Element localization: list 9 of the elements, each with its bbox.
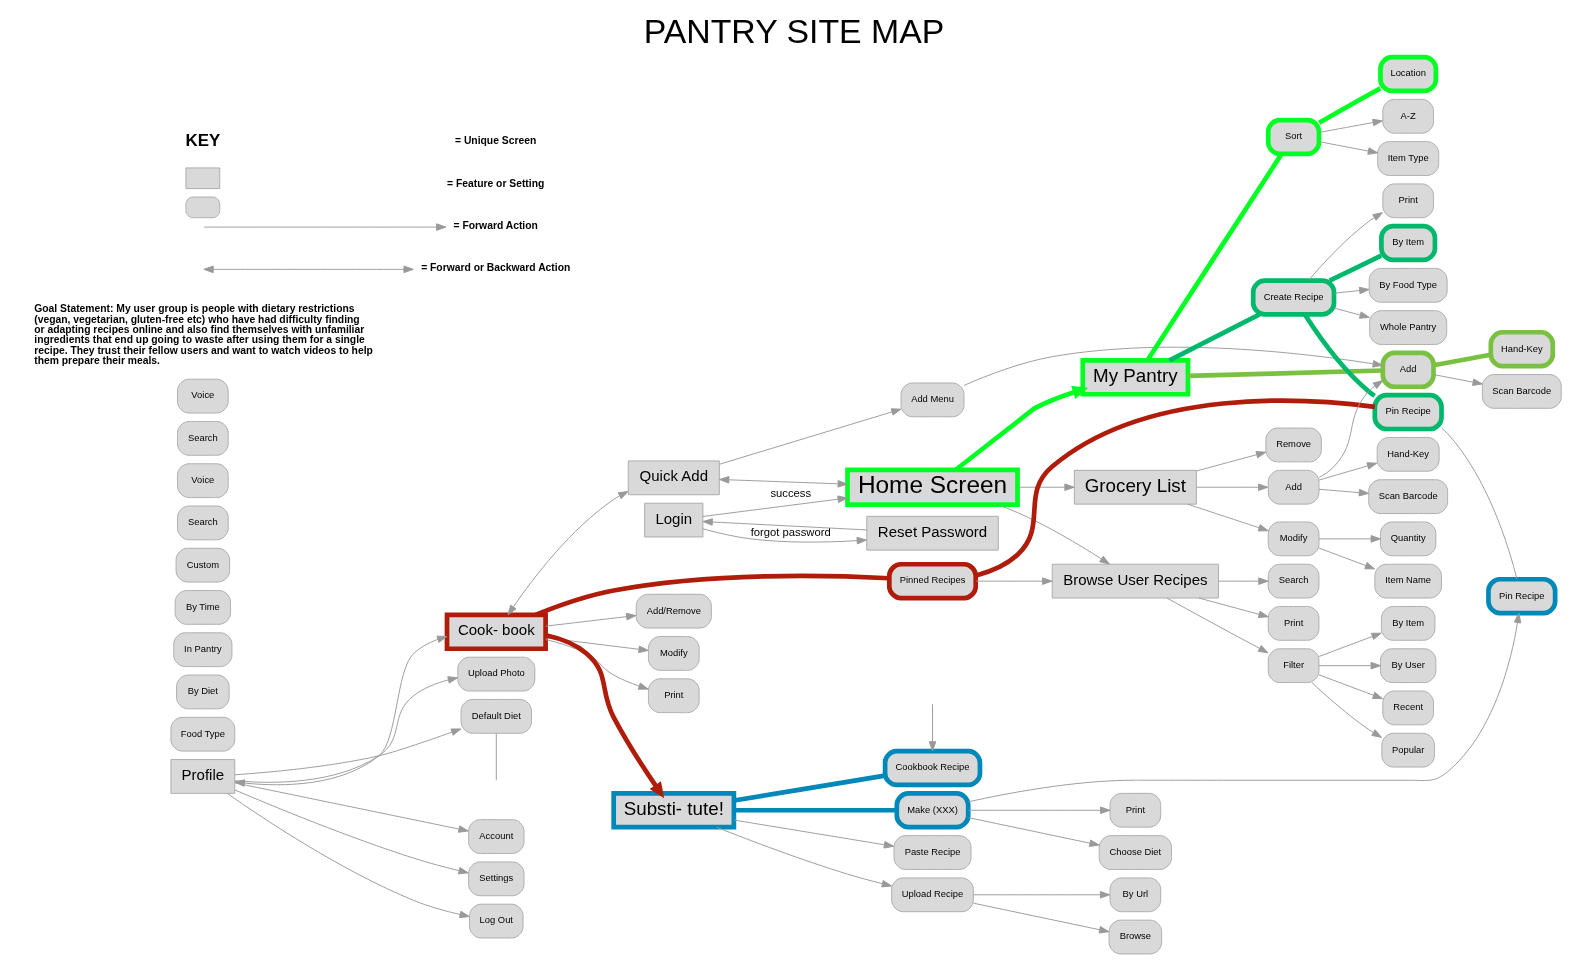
legend-label: = Unique Screen [454,135,537,147]
label: Goal Statement: My user group is people with dietary restrictions (vegan, vegetarian, gluten-free etc) who have had difficulty finding or adapting recipes online and also find themselves with unfamiliar ingredients that end up going to waste after using them for a single recipe. They trust their fellow users and want to watch videos to help them prepare their meals. [34,303,373,367]
legend-label: = Forward Action [453,219,538,231]
edge-label: success [770,487,812,500]
legend-label: = Forward or Backward Action [421,262,571,274]
diagram-title: PANTRY SITE MAP [643,11,945,50]
edge-label: forgot password [750,525,831,538]
label: KEY [185,130,221,150]
legend-label: = Feature or Setting [447,177,545,189]
